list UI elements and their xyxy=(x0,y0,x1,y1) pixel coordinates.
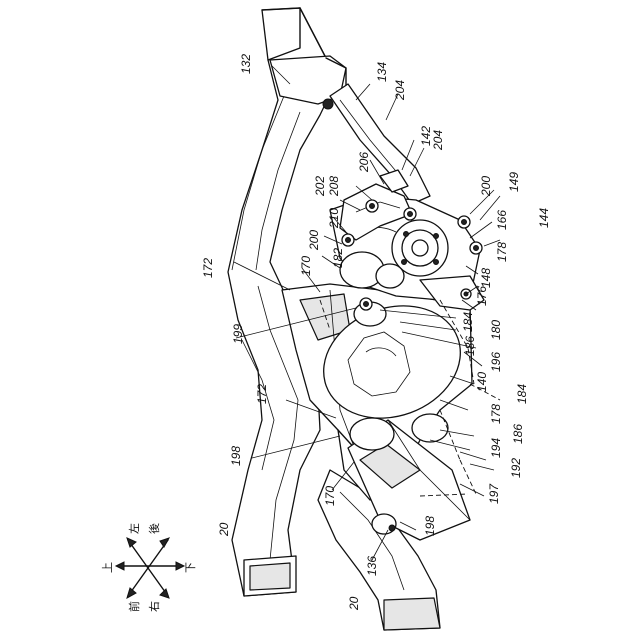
label-184: 184 xyxy=(515,384,529,404)
label-182: 182 xyxy=(331,248,345,268)
direction-down: 下 xyxy=(184,562,197,573)
label-200: 200 xyxy=(479,176,493,197)
direction-right: 右 xyxy=(147,601,161,612)
label-20: 20 xyxy=(347,596,361,611)
label-170: 170 xyxy=(299,256,313,276)
label-148: 148 xyxy=(479,268,493,288)
direction-rear: 後 xyxy=(147,523,161,534)
label-178: 178 xyxy=(495,242,509,262)
label-186: 186 xyxy=(511,424,525,444)
label-172: 172 xyxy=(201,258,215,278)
label-132: 132 xyxy=(239,54,253,74)
label-140: 140 xyxy=(475,372,489,392)
label-198: 198 xyxy=(423,516,437,536)
label-172: 172 xyxy=(255,384,269,404)
label-197: 197 xyxy=(487,483,501,504)
direction-indicator: 上 下 左 後 前 右 xyxy=(101,523,197,612)
label-136: 136 xyxy=(365,556,379,576)
label-196: 196 xyxy=(489,352,503,372)
label-20: 20 xyxy=(217,522,231,537)
label-192: 192 xyxy=(509,458,523,478)
label-178: 178 xyxy=(489,404,503,424)
label-170: 170 xyxy=(323,486,337,506)
label-176: 176 xyxy=(475,286,489,306)
label-210: 210 xyxy=(327,208,341,229)
label-149: 149 xyxy=(507,172,521,192)
label-208: 208 xyxy=(327,176,341,197)
label-200: 200 xyxy=(307,230,321,251)
label-204: 204 xyxy=(393,80,407,101)
label-166: 166 xyxy=(495,210,509,230)
direction-up: 上 xyxy=(101,562,114,573)
label-198: 198 xyxy=(229,446,243,466)
label-186: 186 xyxy=(463,336,477,356)
label-206: 206 xyxy=(357,152,371,173)
direction-left: 左 xyxy=(128,523,141,534)
direction-front: 前 xyxy=(127,601,141,612)
label-134: 134 xyxy=(375,62,389,82)
label-180: 180 xyxy=(489,320,503,340)
label-184: 184 xyxy=(461,312,475,332)
label-204: 204 xyxy=(431,130,445,151)
label-144: 144 xyxy=(537,208,551,228)
label-199: 199 xyxy=(231,324,245,344)
label-194: 194 xyxy=(489,438,503,458)
label-202: 202 xyxy=(313,176,327,197)
